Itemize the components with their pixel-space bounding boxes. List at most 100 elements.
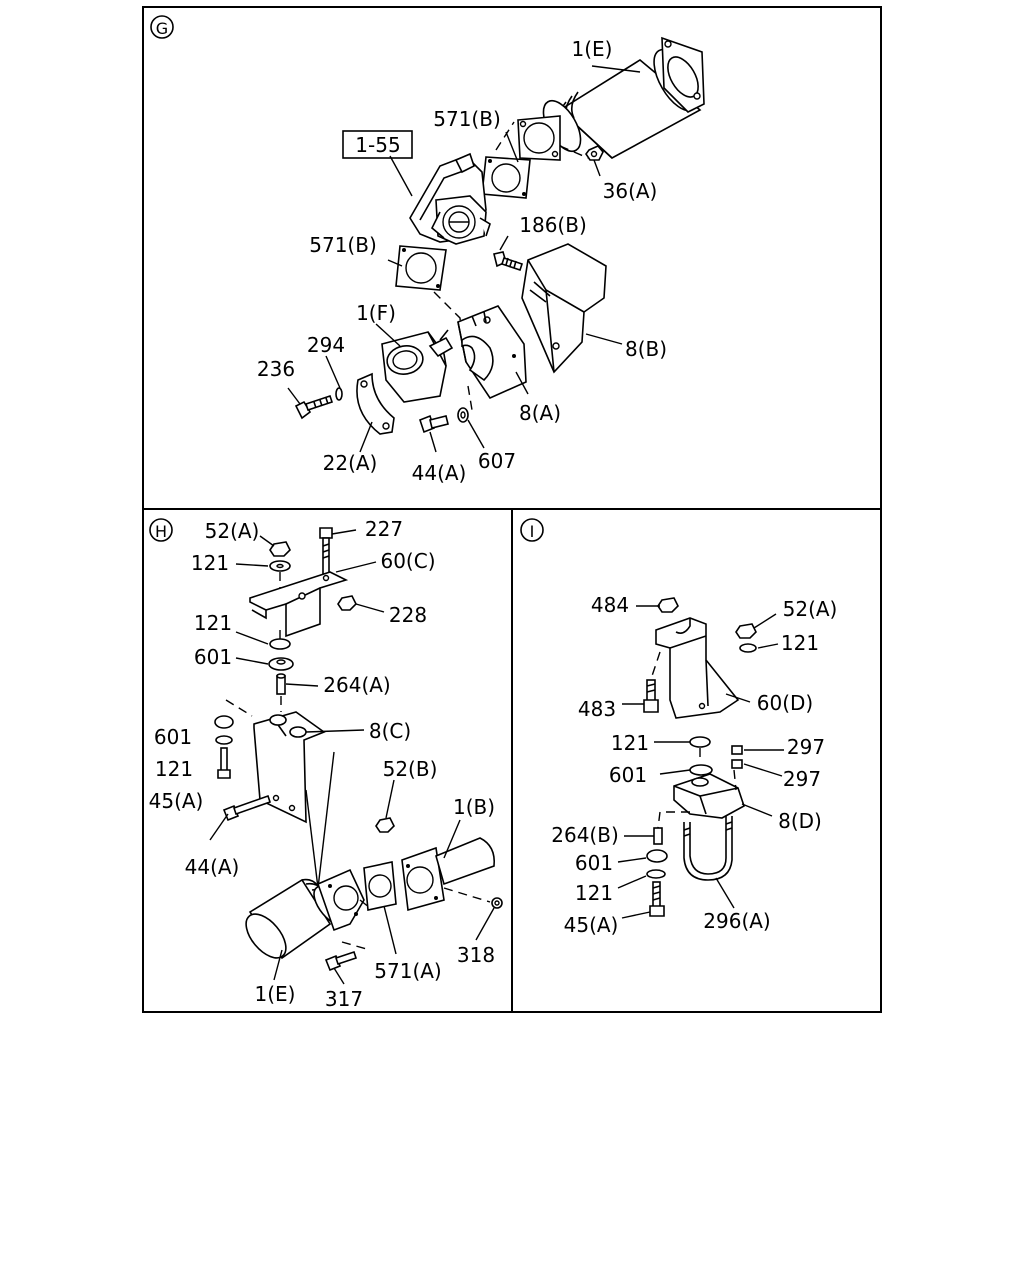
label-8c: 8(C) (369, 719, 411, 743)
bolt-227 (319, 527, 333, 575)
label-264a: 264(A) (323, 673, 390, 697)
exhaust-brake-assembly: 1-55 (342, 130, 491, 245)
bolt-317 (324, 950, 358, 972)
label-296a: 296(A) (703, 909, 770, 933)
label-601-i2: 601 (575, 851, 613, 875)
nut-36a (585, 145, 604, 161)
bolt-186b (493, 251, 524, 272)
bracket-8a (457, 305, 527, 400)
bracket-8c (253, 711, 326, 824)
svg-text:1-55: 1-55 (355, 133, 400, 157)
section-g: G (150, 15, 705, 485)
label-52a-i: 52(A) (783, 597, 838, 621)
section-i: I (520, 518, 837, 937)
section-h-marker: H (149, 518, 173, 542)
label-60d: 60(D) (757, 691, 813, 715)
label-52a-h: 52(A) (205, 519, 260, 543)
nut-52a-h (269, 541, 291, 557)
label-264b: 264(B) (551, 823, 619, 847)
label-1f: 1(F) (356, 301, 396, 325)
washer-121-h3 (215, 735, 233, 745)
bolt-45a-i (649, 881, 665, 917)
washer-294 (335, 387, 343, 401)
bushing-601-h2 (214, 715, 234, 729)
label-483: 483 (578, 697, 616, 721)
washer-607 (457, 407, 469, 423)
gasket-571b-lower (395, 245, 447, 291)
label-571b-lower: 571(B) (309, 233, 377, 257)
label-236: 236 (257, 357, 295, 381)
label-227: 227 (365, 517, 403, 541)
bolt-44a-g (419, 414, 449, 434)
label-8a: 8(A) (519, 401, 561, 425)
label-45a-h: 45(A) (149, 789, 204, 813)
clamp-22a (356, 372, 395, 435)
washer-121-h2 (269, 638, 291, 650)
bolt-236 (294, 394, 334, 420)
label-317: 317 (325, 987, 363, 1011)
label-484: 484 (591, 593, 629, 617)
label-571b-upper: 571(B) (433, 107, 501, 131)
section-g-marker: G (150, 15, 174, 39)
leader-lines-h (209, 529, 495, 985)
label-186b: 186(B) (519, 213, 587, 237)
label-601-h1: 601 (194, 645, 232, 669)
label-318: 318 (457, 943, 495, 967)
label-1b: 1(B) (453, 795, 495, 819)
exhaust-pipe-1b (401, 837, 496, 912)
label-294: 294 (307, 333, 345, 357)
bushing-601-h1 (268, 657, 294, 671)
svg-text:H: H (155, 522, 167, 541)
washer-121-i3 (646, 869, 666, 879)
bolt-45a-h (217, 747, 231, 779)
label-601-i1: 601 (609, 763, 647, 787)
bracket-8d (673, 773, 745, 819)
labels-i: 484 52(A) 121 483 60(D) 121 297 601 297 … (551, 593, 837, 937)
label-121-h1: 121 (191, 551, 229, 575)
gasket-571b-upper (481, 156, 531, 199)
bushing-601-i2 (646, 849, 668, 863)
nut-52b (375, 817, 395, 833)
labels-g: 1(E) 571(B) 36(A) 186(B) 571(B) 1(F) 294… (257, 37, 667, 485)
nut-297-upper (731, 745, 743, 755)
label-1e-h: 1(E) (255, 982, 296, 1006)
nut-484 (657, 597, 679, 613)
label-297-lower: 297 (783, 767, 821, 791)
label-571a: 571(A) (374, 959, 441, 983)
label-60c: 60(C) (380, 549, 435, 573)
label-297-upper: 297 (787, 735, 825, 759)
section-i-marker: I (520, 518, 544, 542)
nut-318 (491, 897, 503, 909)
svg-text:I: I (530, 522, 535, 541)
exhaust-pipe-lower (245, 868, 365, 960)
bushing-601-i1 (689, 764, 713, 776)
label-607: 607 (478, 449, 516, 473)
flange-pipe-1f (381, 329, 454, 403)
bolt-44a-h (222, 794, 272, 822)
spacer-264a (276, 673, 286, 695)
label-601-h2: 601 (154, 725, 192, 749)
label-121-i3: 121 (575, 881, 613, 905)
nut-228 (337, 595, 357, 611)
pipe-flange-upper (517, 115, 561, 161)
exhaust-pipe-upper (542, 36, 705, 159)
nut-297-lower (731, 759, 743, 769)
washer-121-h1 (269, 560, 291, 572)
washer-121-i2 (689, 736, 711, 748)
label-121-i2: 121 (611, 731, 649, 755)
diagram-frames (142, 6, 882, 1013)
spacer-264b (653, 827, 663, 845)
bolt-483 (643, 679, 659, 713)
label-8d: 8(D) (778, 809, 822, 833)
labels-h: 52(A) 227 121 60(C) 228 121 601 264(A) 8… (149, 517, 495, 1011)
bracket-60d (655, 617, 740, 719)
label-44a-h: 44(A) (185, 855, 240, 879)
bracket-8b (521, 243, 607, 374)
leader-lines-i (617, 605, 784, 919)
leader-lines-g (287, 65, 641, 453)
label-121-h3: 121 (155, 757, 193, 781)
label-52b: 52(B) (383, 757, 438, 781)
u-bolt-296a (683, 816, 733, 881)
nut-52a-i (735, 623, 757, 639)
